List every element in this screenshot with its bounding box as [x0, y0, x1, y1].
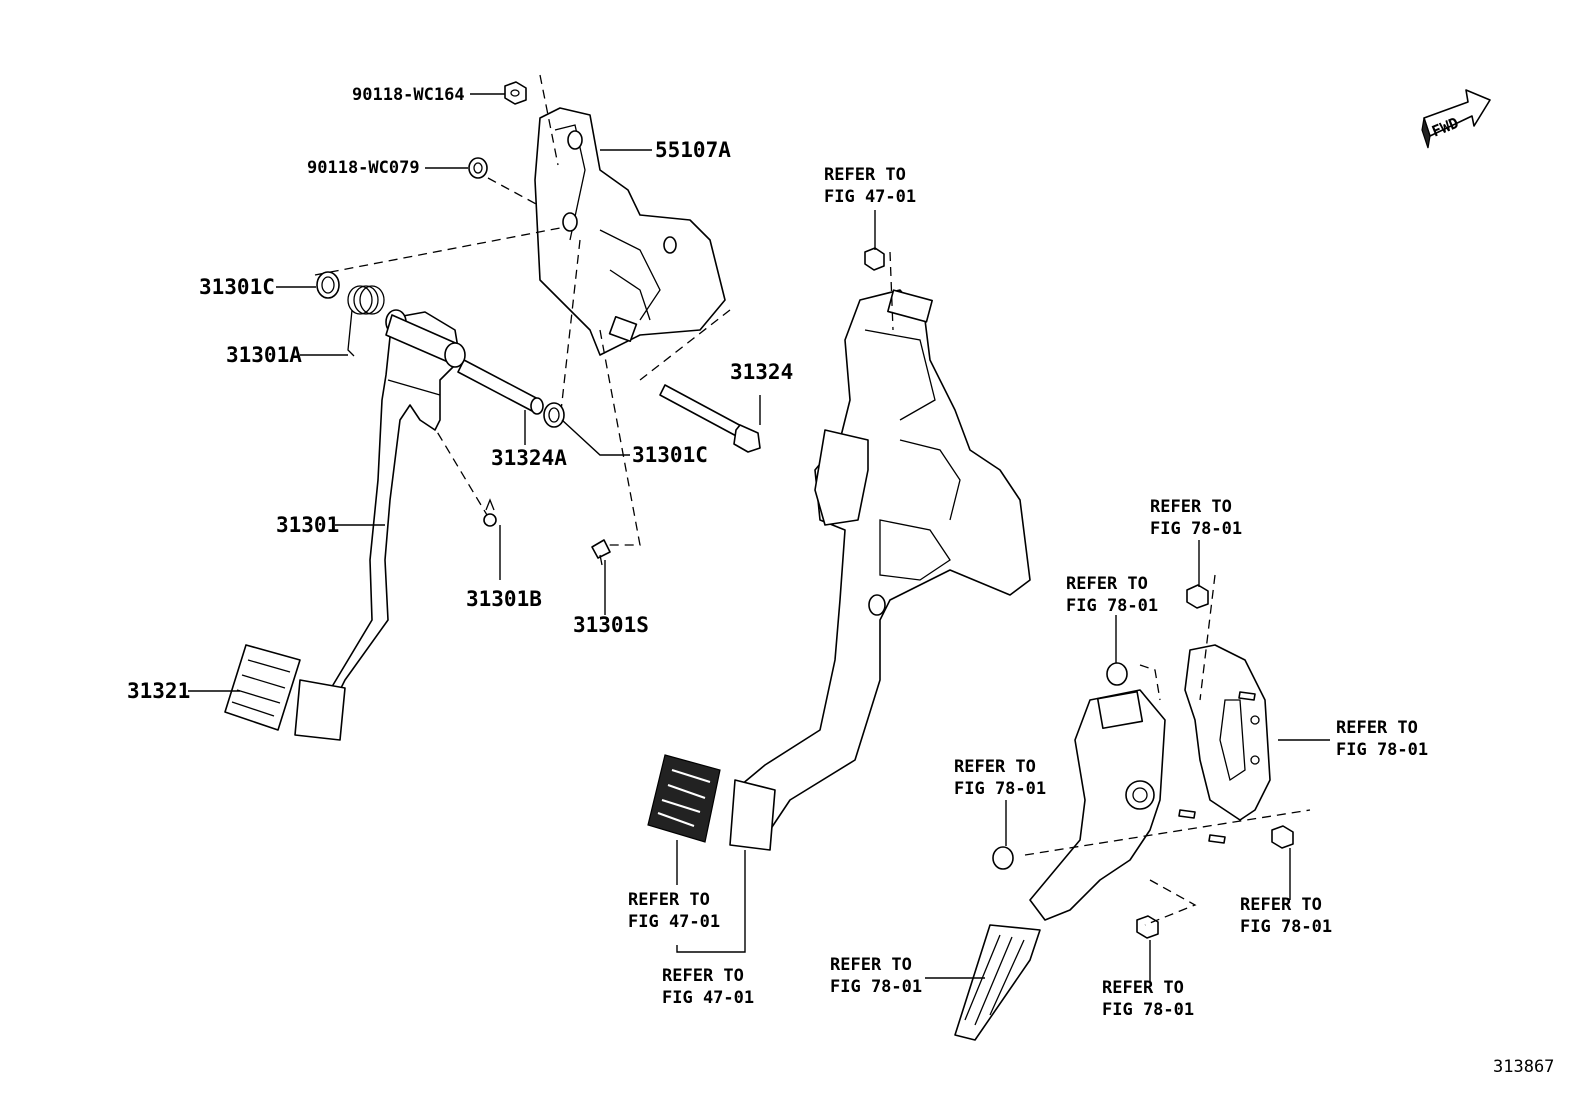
label-31324: 31324	[730, 360, 793, 384]
accel-nut-right	[1271, 825, 1294, 849]
svg-text:REFER TO: REFER TO	[628, 890, 710, 910]
label-31301c-bottom: 31301C	[632, 443, 708, 467]
screw	[591, 539, 611, 566]
label-90118-wc164: 90118-WC164	[352, 85, 465, 105]
accel-bracket	[1184, 574, 1271, 821]
label-55107a: 55107A	[655, 138, 731, 162]
brake-pedal-pad	[647, 754, 721, 843]
refer-accel-nut-bottom: REFER TO FIG 78-01	[1102, 978, 1194, 1020]
refer-accel-nut-right: REFER TO FIG 78-01	[1240, 895, 1332, 937]
accel-nut-top	[1186, 584, 1209, 609]
label-31324a: 31324A	[491, 446, 567, 470]
svg-text:REFER TO: REFER TO	[824, 165, 906, 185]
pivot-bolt	[659, 384, 761, 453]
refer-accel-nut-left: REFER TO FIG 78-01	[954, 757, 1046, 799]
svg-text:REFER TO: REFER TO	[1240, 895, 1322, 915]
svg-text:FIG 78-01: FIG 78-01	[1336, 740, 1428, 760]
svg-text:FIG 78-01: FIG 78-01	[830, 977, 922, 997]
bushing-top	[316, 271, 340, 299]
svg-text:FIG 78-01: FIG 78-01	[954, 779, 1046, 799]
svg-text:FIG 47-01: FIG 47-01	[628, 912, 720, 932]
accel-studs	[1178, 691, 1256, 844]
brake-pedal-assembly	[729, 289, 1031, 851]
clutch-pedal-pad	[224, 644, 301, 731]
refer-brake-nut: REFER TO FIG 47-01	[824, 165, 916, 207]
accel-nut-upper-left	[1106, 662, 1128, 686]
refer-brake-pad: REFER TO FIG 47-01	[628, 890, 720, 932]
svg-text:FIG 78-01: FIG 78-01	[1150, 519, 1242, 539]
refer-accel-nut-top: REFER TO FIG 78-01	[1150, 497, 1242, 539]
svg-text:REFER TO: REFER TO	[830, 955, 912, 975]
svg-text:FIG 47-01: FIG 47-01	[662, 988, 754, 1008]
svg-text:REFER TO: REFER TO	[1102, 978, 1184, 998]
label-31301a: 31301A	[226, 343, 302, 367]
svg-text:FIG 47-01: FIG 47-01	[824, 187, 916, 207]
return-spring	[347, 285, 385, 357]
nut-wc079	[468, 157, 488, 179]
accel-nut-bottom	[1136, 915, 1159, 939]
svg-text:REFER TO: REFER TO	[954, 757, 1036, 777]
nut-wc164	[504, 81, 527, 105]
label-31301s: 31301S	[573, 613, 649, 637]
refer-brake-assy: REFER TO FIG 47-01	[662, 966, 754, 1008]
pivot-collar	[457, 359, 544, 415]
diagram-id: 313867	[1493, 1057, 1554, 1077]
svg-text:REFER TO: REFER TO	[1336, 718, 1418, 738]
refer-accel-bracket: REFER TO FIG 78-01	[1336, 718, 1428, 760]
clutch-bracket	[534, 107, 726, 356]
label-90118-wc079: 90118-WC079	[307, 158, 420, 178]
refer-accel-nut-upper-left: REFER TO FIG 78-01	[1066, 574, 1158, 616]
accel-pedal	[954, 689, 1166, 1041]
brake-nut	[864, 247, 885, 271]
label-31301: 31301	[276, 513, 339, 537]
fwd-arrow-icon: FWD	[1421, 89, 1491, 149]
refer-accel-pedal: REFER TO FIG 78-01	[830, 955, 922, 997]
clip	[483, 498, 497, 527]
label-31321: 31321	[127, 679, 190, 703]
svg-text:FIG 78-01: FIG 78-01	[1066, 596, 1158, 616]
label-31301b: 31301B	[466, 587, 542, 611]
svg-text:REFER TO: REFER TO	[662, 966, 744, 986]
bushing-bottom	[543, 402, 565, 428]
svg-text:FIG 78-01: FIG 78-01	[1240, 917, 1332, 937]
clutch-pedal-arm	[294, 309, 466, 741]
svg-text:REFER TO: REFER TO	[1066, 574, 1148, 594]
accel-nut-left	[992, 846, 1014, 870]
label-31301c-top: 31301C	[199, 275, 275, 299]
svg-text:REFER TO: REFER TO	[1150, 497, 1232, 517]
svg-text:FIG 78-01: FIG 78-01	[1102, 1000, 1194, 1020]
